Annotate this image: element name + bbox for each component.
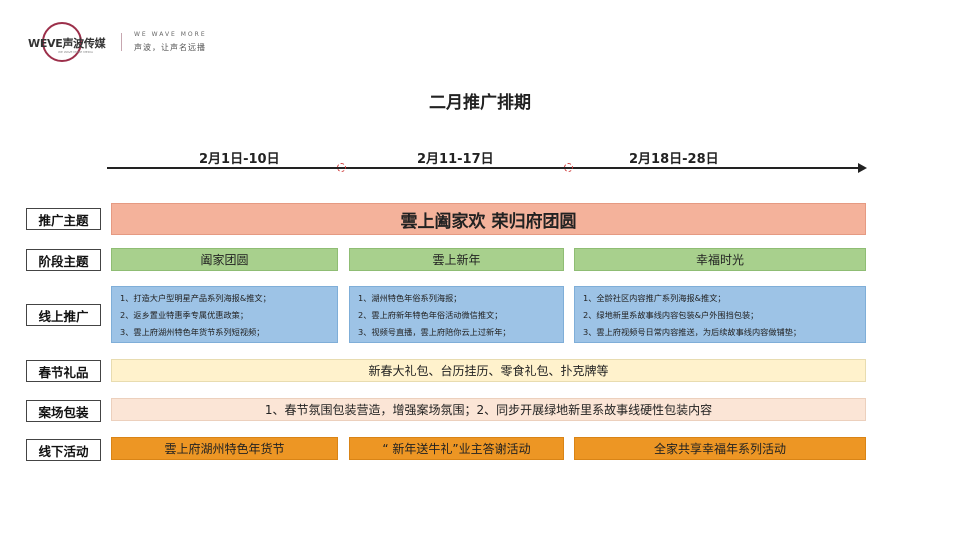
venue-cell: 1、春节氛围包装营造，增强案场氛围；2、同步开展绿地新里系故事线硬性包装内容: [111, 398, 866, 421]
online-cell-1: 1、打造大户型明星产品系列海报&推文； 2、返乡置业特惠季专属优惠政策； 3、雲…: [111, 286, 338, 343]
row-label-gift: 春节礼品: [26, 360, 101, 382]
offline-cell-1: 雲上府湖州特色年货节: [111, 437, 338, 460]
timeline-marker-2: [564, 163, 573, 172]
online-item: 1、打造大户型明星产品系列海报&推文；: [120, 293, 271, 303]
online-item: 3、视频号直播，雲上府陪你云上过新年；: [358, 327, 511, 337]
timeline-arrow-icon: [858, 163, 867, 173]
online-item: 2、返乡置业特惠季专属优惠政策；: [120, 310, 249, 320]
period-label-2: 2月11-17日: [417, 152, 494, 167]
online-item: 2、绿地新里系故事线内容包装&户外围挡包装；: [583, 310, 759, 320]
online-cell-3: 1、全龄社区内容推广系列海报&推文； 2、绿地新里系故事线内容包装&户外围挡包装…: [574, 286, 866, 343]
online-item: 1、湖州特色年俗系列海报；: [358, 293, 462, 303]
logo-ring-icon: [42, 22, 82, 62]
online-item: 2、雲上府新年特色年俗活动微信推文；: [358, 310, 503, 320]
online-cell-2: 1、湖州特色年俗系列海报； 2、雲上府新年特色年俗活动微信推文； 3、视频号直播…: [349, 286, 564, 343]
slogan-chinese: 声波，让声名远播: [134, 43, 206, 52]
logo-divider: [121, 33, 122, 51]
offline-cell-2: “ 新年送牛礼”业主答谢活动: [349, 437, 564, 460]
period-label-1: 2月1日-10日: [199, 152, 280, 167]
theme-banner: 雲上阖家欢 荣归府团圆: [111, 203, 866, 235]
row-label-stage: 阶段主题: [26, 249, 101, 271]
timeline-axis: [107, 167, 859, 169]
online-item: 3、雲上府湖州特色年货节系列短视频；: [120, 327, 265, 337]
logo-text: WEVE声波传媒: [28, 37, 106, 50]
online-item: 1、全龄社区内容推广系列海报&推文；: [583, 293, 726, 303]
row-label-venue: 案场包装: [26, 400, 101, 422]
stage-cell-3: 幸福时光: [574, 248, 866, 271]
timeline-marker-1: [337, 163, 346, 172]
stage-cell-2: 雲上新年: [349, 248, 564, 271]
logo-subtext: WE WAVE MORE MEDIA: [58, 50, 93, 54]
offline-cell-3: 全家共享幸福年系列活动: [574, 437, 866, 460]
slogan-english: WE WAVE MORE: [134, 31, 207, 38]
page-title: 二月推广排期: [429, 93, 531, 113]
row-label-online: 线上推广: [26, 304, 101, 326]
row-label-offline: 线下活动: [26, 439, 101, 461]
period-label-3: 2月18日-28日: [629, 152, 719, 167]
gift-cell: 新春大礼包、台历挂历、零食礼包、扑克牌等: [111, 359, 866, 382]
stage-cell-1: 阖家团圆: [111, 248, 338, 271]
online-item: 3、雲上府视频号日常内容推送，为后续故事线内容做铺垫；: [583, 327, 802, 337]
row-label-theme: 推广主题: [26, 208, 101, 230]
